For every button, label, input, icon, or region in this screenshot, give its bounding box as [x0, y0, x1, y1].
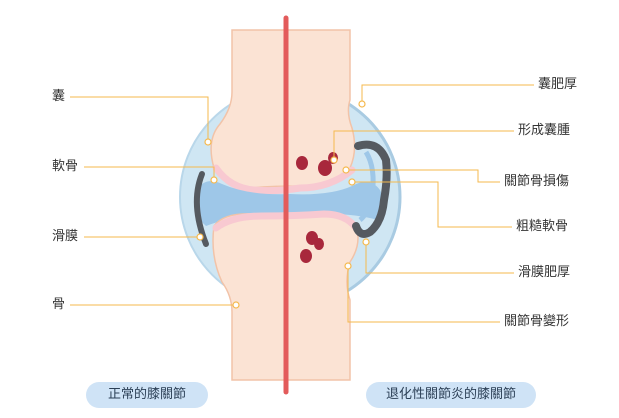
dot-joint-bone-deformity [344, 262, 352, 270]
dot-capsule [204, 138, 212, 146]
leader-rough-cartilage [352, 181, 512, 228]
label-joint-bone-damage: 關節骨損傷 [504, 174, 570, 189]
damage-spot-2 [314, 238, 324, 250]
upper-cartilage [212, 164, 356, 195]
leader-capsule [70, 96, 209, 142]
dot-synovial-thickening [362, 238, 370, 246]
synovial-membrane-right [352, 140, 391, 238]
thickened-synovium-inner [358, 150, 376, 222]
right-leader-dots [330, 100, 370, 270]
dot-rough-cartilage [348, 178, 356, 186]
label-synovial-thickening: 滑膜肥厚 [518, 265, 571, 280]
label-cartilage: 軟骨 [52, 159, 79, 174]
upper-bone [210, 29, 356, 189]
caption-normal-knee: 正常的膝關節 [86, 382, 208, 408]
dot-bone [232, 301, 240, 309]
leader-synovial-thickening [365, 242, 514, 274]
leader-joint-bone-deformity [347, 266, 500, 323]
leader-capsule-thickening [361, 84, 534, 104]
left-leader-dots [196, 138, 240, 309]
dot-cartilage [210, 176, 218, 184]
label-bone: 骨 [52, 297, 66, 312]
label-joint-bone-deformity: 關節骨變形 [504, 314, 570, 329]
leader-cyst-formation [333, 130, 514, 160]
cyst-2 [318, 160, 332, 176]
dot-joint-bone-damage [342, 166, 350, 174]
label-cyst-formation: 形成囊腫 [518, 123, 571, 138]
leader-joint-bone-damage [346, 169, 500, 183]
label-synovium: 滑膜 [52, 229, 79, 244]
left-leader-lines [70, 96, 236, 306]
label-capsule: 囊 [52, 89, 66, 104]
label-capsule-thickening: 囊肥厚 [538, 77, 578, 92]
dot-synovium [196, 233, 204, 241]
dot-cyst-formation [330, 156, 338, 164]
lower-cartilage [212, 210, 360, 232]
cyst-1 [296, 156, 308, 170]
right-leader-lines [333, 84, 534, 323]
damage-spot-3 [300, 249, 312, 263]
label-rough-cartilage: 粗糙軟骨 [516, 219, 569, 234]
dot-capsule-thickening [358, 100, 366, 108]
leader-cartilage [84, 166, 215, 180]
caption-osteoarthritis-knee: 退化性關節炎的膝關節 [366, 382, 536, 408]
